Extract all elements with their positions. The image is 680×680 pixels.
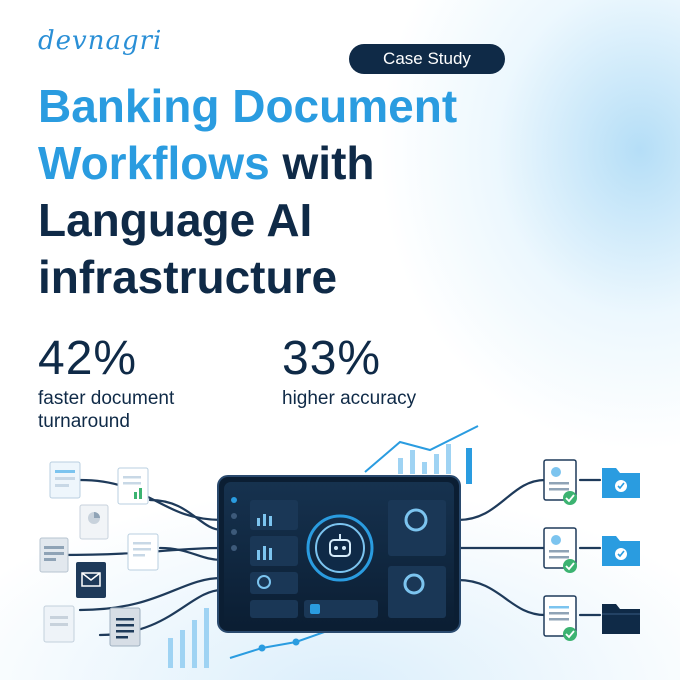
accent-bar bbox=[466, 448, 472, 484]
stat-value: 42% bbox=[38, 332, 138, 385]
headline-highlight: Workflows bbox=[38, 137, 270, 189]
chart-document-icon bbox=[117, 467, 149, 505]
stat-accuracy: 33% higher accuracy bbox=[282, 333, 502, 410]
folder-check-icon bbox=[602, 536, 640, 566]
stat-label: higher accuracy bbox=[282, 388, 417, 409]
stat-value: 33% bbox=[282, 332, 382, 385]
text-document-icon bbox=[109, 607, 141, 647]
case-study-badge: Case Study bbox=[349, 44, 505, 74]
table-document-icon bbox=[39, 537, 69, 573]
mail-icon bbox=[76, 562, 106, 598]
workflow-illustration bbox=[39, 425, 640, 668]
approved-document-icon bbox=[543, 459, 577, 505]
folder-icon bbox=[602, 604, 640, 634]
decorative-bars bbox=[168, 444, 451, 668]
folder-check-icon bbox=[602, 468, 640, 498]
stat-turnaround: 42% faster document turnaround bbox=[38, 333, 238, 433]
form-document-icon bbox=[49, 461, 81, 499]
chart-document-icon bbox=[127, 533, 159, 571]
approved-document-icon bbox=[543, 527, 577, 573]
document-icon bbox=[43, 605, 75, 643]
headline-line-3: Language AI bbox=[38, 194, 313, 246]
trend-line-bottom bbox=[229, 629, 331, 659]
trend-line-top bbox=[364, 425, 479, 473]
brand-logo: devnagri bbox=[38, 26, 163, 56]
headline-with: with bbox=[269, 137, 375, 189]
headline-line-1: Banking Document bbox=[38, 80, 458, 132]
headline-line-4: infrastructure bbox=[38, 251, 338, 303]
stat-label: faster document turnaround bbox=[38, 388, 175, 432]
approved-document-icon bbox=[543, 595, 577, 641]
pie-document-icon bbox=[79, 504, 109, 540]
ai-robot-icon bbox=[306, 514, 374, 582]
headline: Banking Document Workflows with Language… bbox=[38, 78, 558, 306]
